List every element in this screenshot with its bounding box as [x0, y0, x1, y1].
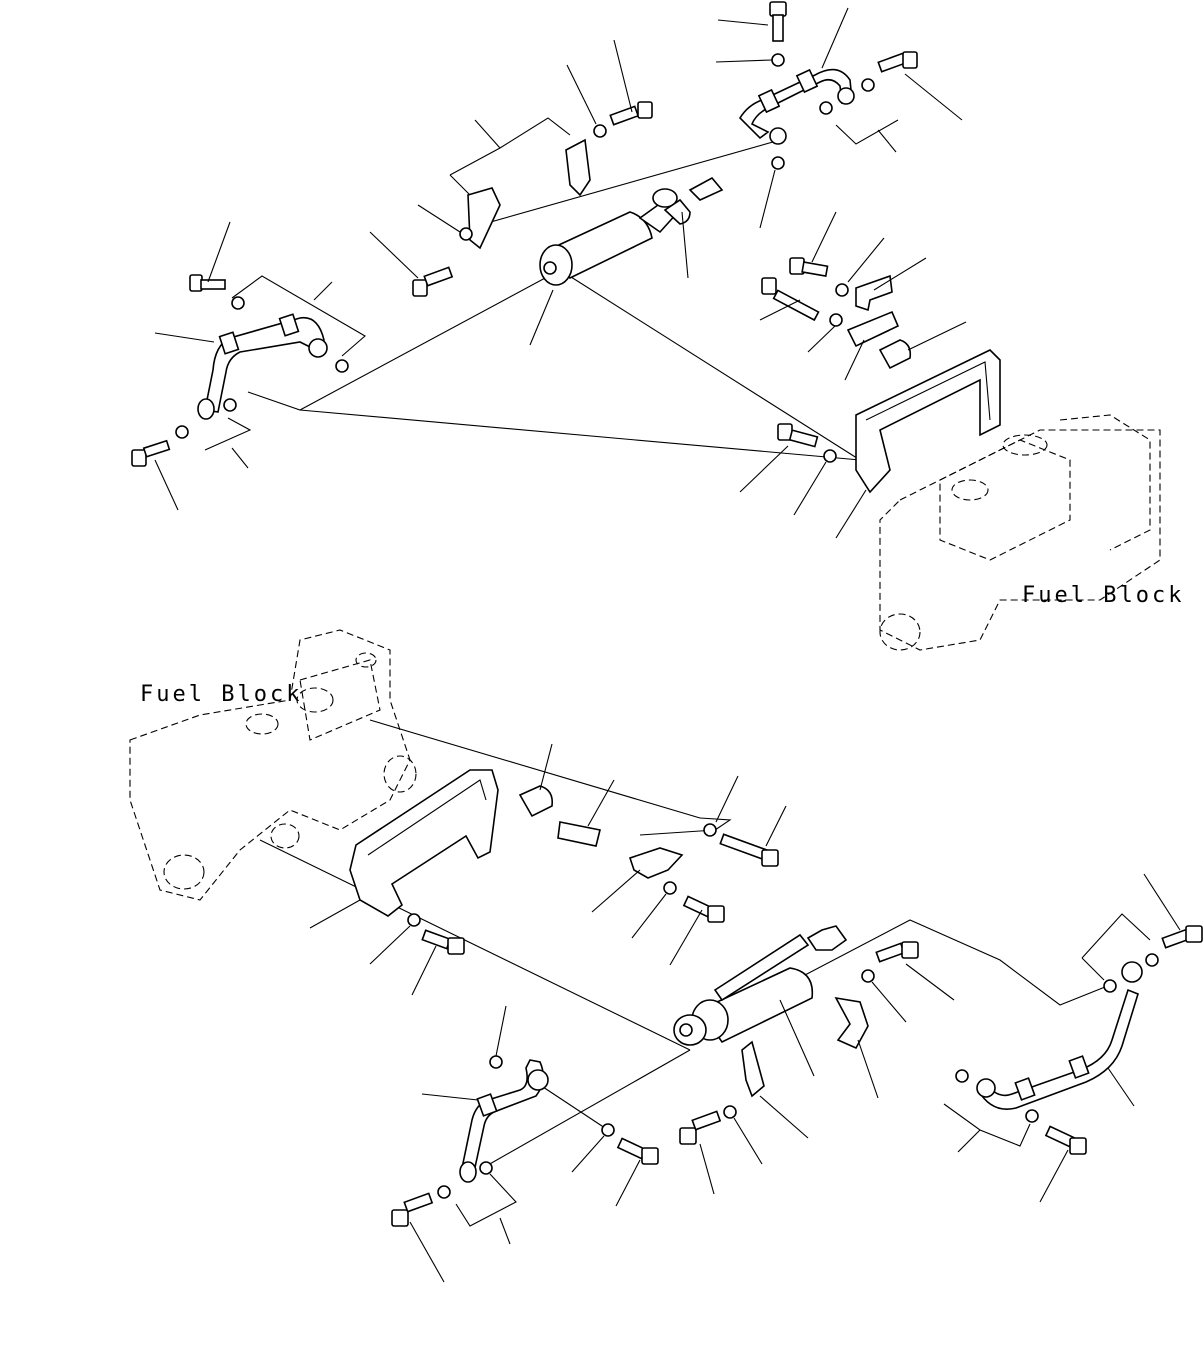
top-bolt-bracket-1	[789, 257, 829, 278]
top-bracket-plate	[846, 310, 900, 348]
bottom-bolt-rhose-lower	[1044, 1125, 1087, 1155]
bottom-bolt-long	[719, 833, 779, 867]
top-washer-3	[223, 398, 237, 412]
top-mounting-bracket-inner	[865, 361, 991, 421]
bottom-left-fuel-hose	[459, 1059, 549, 1183]
top-cyl-axis	[479, 139, 781, 226]
top-washer-4	[175, 425, 189, 439]
top-spacer	[878, 339, 912, 370]
top-washer-pipe-1	[771, 53, 785, 67]
top-washer-pipe-3	[819, 101, 833, 115]
bottom-washer-rhose-4	[1025, 1109, 1039, 1123]
top-fuel-block-label: Fuel Block	[1022, 583, 1184, 608]
top-washer-clamp	[459, 227, 473, 241]
top-clamp-left	[467, 187, 501, 250]
bottom-washer-hose-2	[479, 1161, 493, 1175]
bottom-bolt-hose	[391, 1192, 434, 1227]
bottom-assembly: Fuel Block	[129, 629, 1203, 1283]
bottom-washer-long	[703, 823, 717, 837]
top-mounting-bracket	[855, 349, 1001, 494]
bottom-lower-axis	[259, 839, 691, 1051]
top-bolt-upper-clamp	[609, 101, 653, 126]
bottom-right-axis	[699, 919, 1111, 1031]
top-bolt-clamp	[412, 266, 454, 297]
bottom-washer-cyl-3	[601, 1123, 615, 1137]
bottom-washer-bracket	[407, 913, 421, 927]
bottom-washer-rhose-2	[1145, 953, 1159, 967]
top-washer-pipe-4	[861, 78, 875, 92]
top-washer-1	[231, 296, 245, 310]
top-washer-bracket-2	[829, 313, 843, 327]
top-bolt-bracket-long	[761, 277, 820, 322]
bottom-bolt-cyl-3	[616, 1137, 659, 1165]
top-right-fuel-pipe	[738, 68, 855, 145]
top-washer-bracket-1	[835, 283, 849, 297]
top-washer-pipe-2	[771, 156, 785, 170]
top-washer-upper-clamp	[593, 124, 607, 138]
top-bolt-hose-lower	[131, 439, 171, 467]
bottom-left-axis-2	[539, 1084, 609, 1131]
bottom-washer-rhose-3	[955, 1069, 969, 1083]
top-leader-lines	[154, 7, 967, 539]
top-clamp-right	[565, 138, 591, 197]
bottom-upper-axis-tail	[699, 817, 732, 831]
top-bolt-pipe-right	[877, 51, 918, 73]
top-assembly: Fuel Block	[131, 1, 1184, 651]
top-bracket-plate-small	[855, 274, 893, 312]
bottom-washer-cyl-2	[723, 1105, 737, 1119]
top-hose-axis	[247, 269, 561, 411]
bottom-upper-axis-link	[639, 829, 716, 836]
top-washer-mount	[823, 449, 837, 463]
bottom-bolt-plate	[682, 895, 725, 923]
bottom-leader-lines	[309, 743, 1181, 1283]
top-center-axis	[299, 409, 861, 461]
bottom-upper-axis	[369, 719, 701, 819]
bottom-fuel-block	[129, 629, 417, 901]
bottom-washer-plate	[663, 881, 677, 895]
top-bolt-pipe-upper	[769, 1, 787, 42]
top-solenoid-cylinder	[539, 176, 724, 286]
bottom-bolt-cyl-2	[679, 1110, 722, 1145]
bottom-bolt-cyl-1	[875, 941, 919, 963]
bottom-clamp-left	[741, 1040, 765, 1098]
bottom-bolt-rhose-upper	[1161, 925, 1203, 949]
bottom-bracket-plate	[628, 847, 684, 879]
bottom-washer-cyl-1	[861, 969, 875, 983]
top-bolt-hose-upper	[189, 274, 226, 292]
bottom-right-fuel-hose	[976, 961, 1143, 1110]
bottom-left-axis	[487, 1049, 691, 1166]
top-fuel-block	[879, 414, 1161, 651]
bottom-mounting-bracket	[349, 769, 499, 917]
top-bolt-mount	[777, 423, 819, 448]
bottom-washer-rhose-1	[1103, 979, 1117, 993]
bottom-clip	[557, 821, 601, 847]
bottom-mounting-bracket-inner	[367, 779, 487, 856]
top-left-fuel-hose	[197, 313, 328, 420]
bottom-clamp-right	[834, 996, 869, 1050]
bottom-washer-hose-3	[437, 1185, 451, 1199]
top-washer-2	[335, 359, 349, 373]
bottom-bolt-bracket	[421, 929, 465, 955]
bottom-spacer	[518, 785, 554, 818]
bottom-fuel-block-label: Fuel Block	[140, 682, 302, 707]
bottom-solenoid-cylinder	[673, 925, 848, 1046]
bottom-washer-hose-1	[489, 1055, 503, 1069]
top-mount-axis	[559, 269, 861, 461]
